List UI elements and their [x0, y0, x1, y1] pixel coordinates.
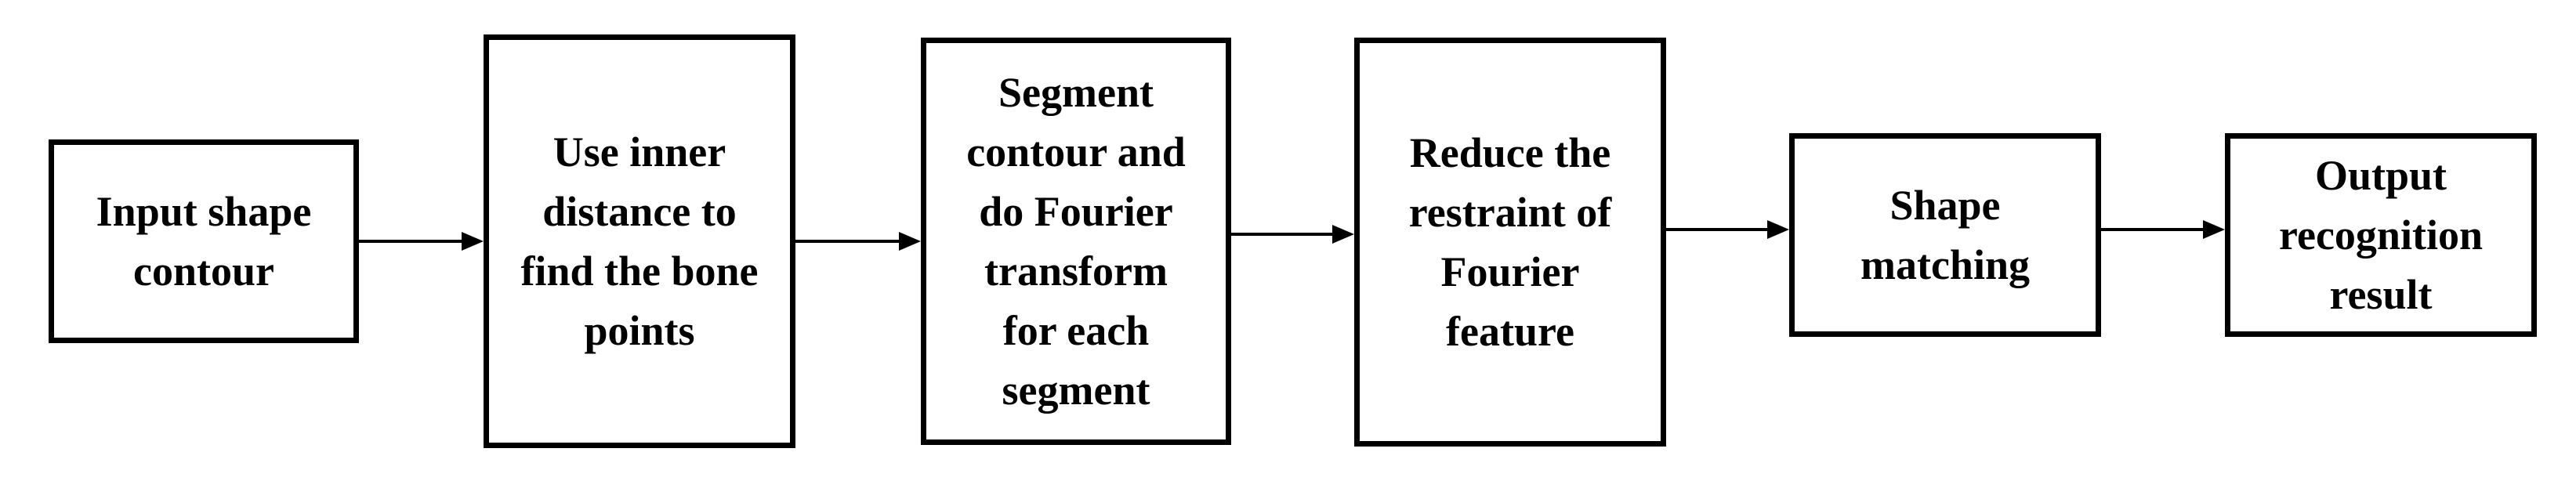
arrow-4-to-5 — [1666, 220, 1789, 239]
label-line: matching — [1860, 241, 2030, 288]
label-line: do Fourier — [979, 188, 1173, 235]
label-line: Shape — [1889, 182, 2001, 229]
label-line: Output — [2314, 152, 2447, 199]
step-box-input-shape-contour: Input shape contour — [49, 139, 359, 343]
step-label-segment-contour-fourier: Segment contour and do Fourier transform… — [966, 63, 1186, 420]
label-line: feature — [1446, 308, 1574, 355]
step-label-output-recognition-result: Output recognition result — [2279, 146, 2483, 324]
label-line: Use inner — [553, 128, 726, 175]
step-label-use-inner-distance: Use inner distance to find the bone poin… — [520, 122, 758, 360]
label-line: for each — [1002, 307, 1150, 354]
step-box-use-inner-distance: Use inner distance to find the bone poin… — [484, 34, 795, 448]
arrow-2-to-3 — [795, 232, 921, 251]
label-line: segment — [1002, 367, 1150, 414]
step-box-shape-matching: Shape matching — [1789, 133, 2101, 337]
step-box-output-recognition-result: Output recognition result — [2225, 133, 2537, 337]
label-line: Input shape — [96, 188, 312, 235]
step-box-segment-contour-fourier: Segment contour and do Fourier transform… — [921, 38, 1231, 445]
label-line: restraint of — [1408, 189, 1612, 236]
arrow-1-to-2 — [359, 232, 484, 251]
label-line: Reduce the — [1409, 129, 1611, 176]
label-line: distance to — [542, 188, 737, 235]
step-label-input-shape-contour: Input shape contour — [96, 182, 312, 301]
step-box-reduce-restraint: Reduce the restraint of Fourier feature — [1354, 38, 1666, 447]
label-line: Fourier — [1440, 248, 1580, 295]
step-label-shape-matching: Shape matching — [1860, 175, 2030, 295]
label-line: points — [584, 307, 695, 354]
label-line: find the bone — [520, 248, 759, 295]
label-line: transform — [984, 248, 1168, 295]
step-label-reduce-restraint: Reduce the restraint of Fourier feature — [1409, 123, 1611, 361]
arrow-3-to-4 — [1231, 225, 1354, 244]
arrow-5-to-6 — [2101, 220, 2225, 239]
label-line: contour — [133, 248, 274, 295]
label-line: Segment — [998, 69, 1154, 116]
label-line: result — [2329, 271, 2433, 318]
label-line: recognition — [2279, 212, 2483, 259]
label-line: contour and — [966, 128, 1186, 175]
